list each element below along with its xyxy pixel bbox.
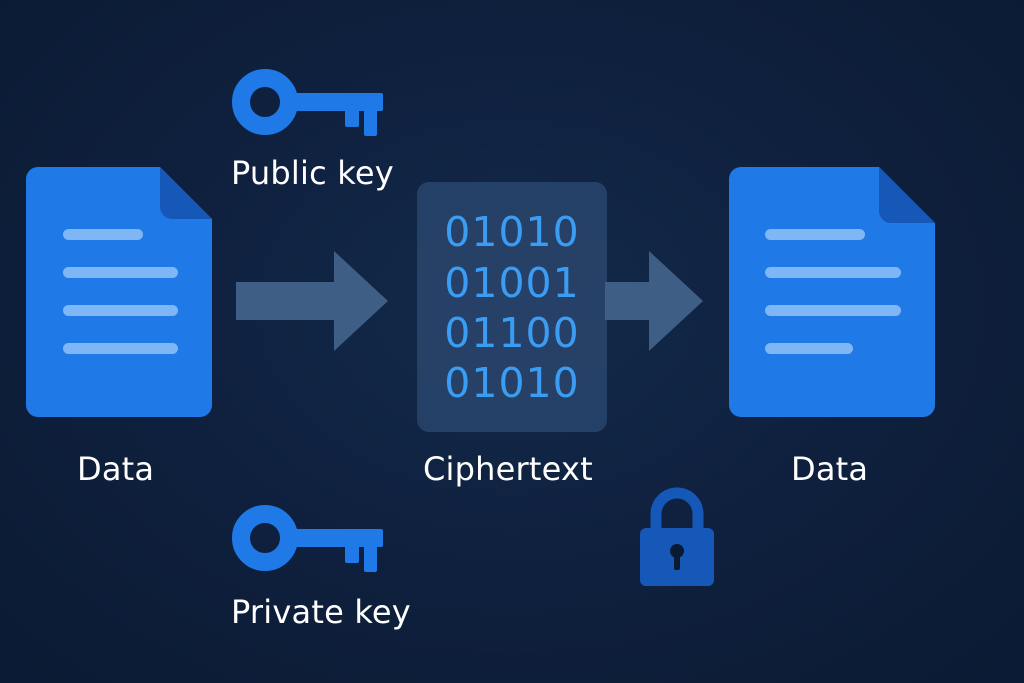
private-key-label: Private key (231, 593, 411, 631)
ciphertext-bits-row: 01100 (444, 309, 580, 357)
lock-icon (640, 487, 714, 586)
public-key-icon (232, 69, 383, 136)
source-document-icon (26, 167, 212, 417)
ciphertext-label: Ciphertext (423, 450, 593, 488)
target-data-label: Data (791, 450, 869, 488)
ciphertext-bits-row: 01010 (444, 359, 580, 407)
ciphertext-bits-row: 01001 (444, 259, 580, 307)
arrow-right-icon (605, 251, 703, 351)
target-document-icon (729, 167, 935, 417)
arrow-right-icon (236, 251, 388, 351)
private-key-icon (232, 505, 383, 572)
public-key-label: Public key (231, 154, 394, 192)
ciphertext-panel: 01010 01001 01100 01010 (417, 182, 607, 432)
ciphertext-bits-row: 01010 (444, 208, 580, 256)
source-data-label: Data (77, 450, 155, 488)
